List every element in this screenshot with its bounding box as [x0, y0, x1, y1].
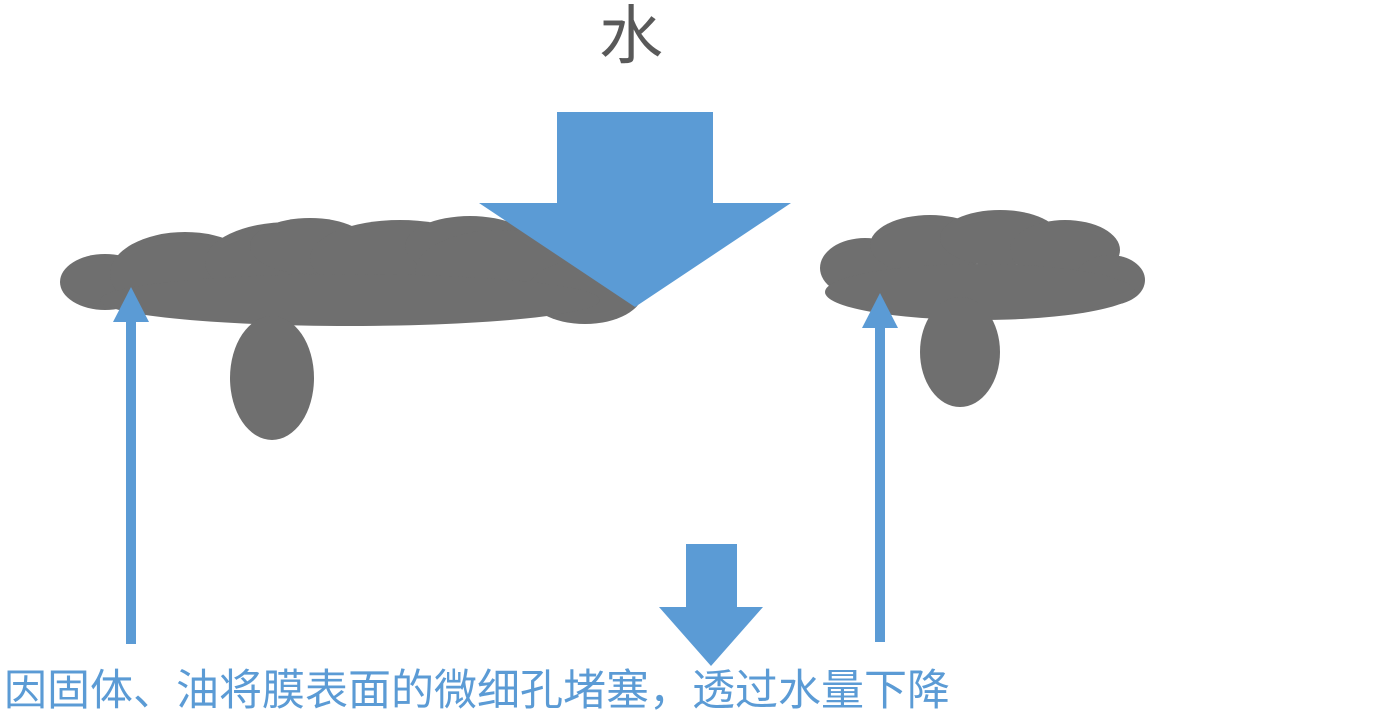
permeate-up-arrow-left [113, 287, 149, 644]
pore-plug-drip-left [230, 316, 314, 440]
water-label: 水 [599, 0, 663, 74]
arrow-head-up-right [862, 293, 898, 328]
pore-plug-drip-right [920, 297, 1000, 407]
solid-oil-deposit-right [820, 210, 1145, 407]
reduced-permeate-arrow [659, 544, 763, 666]
diagram-caption: 因固体、油将膜表面的微细孔堵塞，透过水量下降 [4, 666, 950, 716]
solid-oil-deposit-left [60, 216, 643, 440]
permeate-up-arrow-right [862, 293, 898, 642]
water-inflow-arrow [479, 112, 791, 307]
arrow-head-up-left [113, 287, 149, 322]
